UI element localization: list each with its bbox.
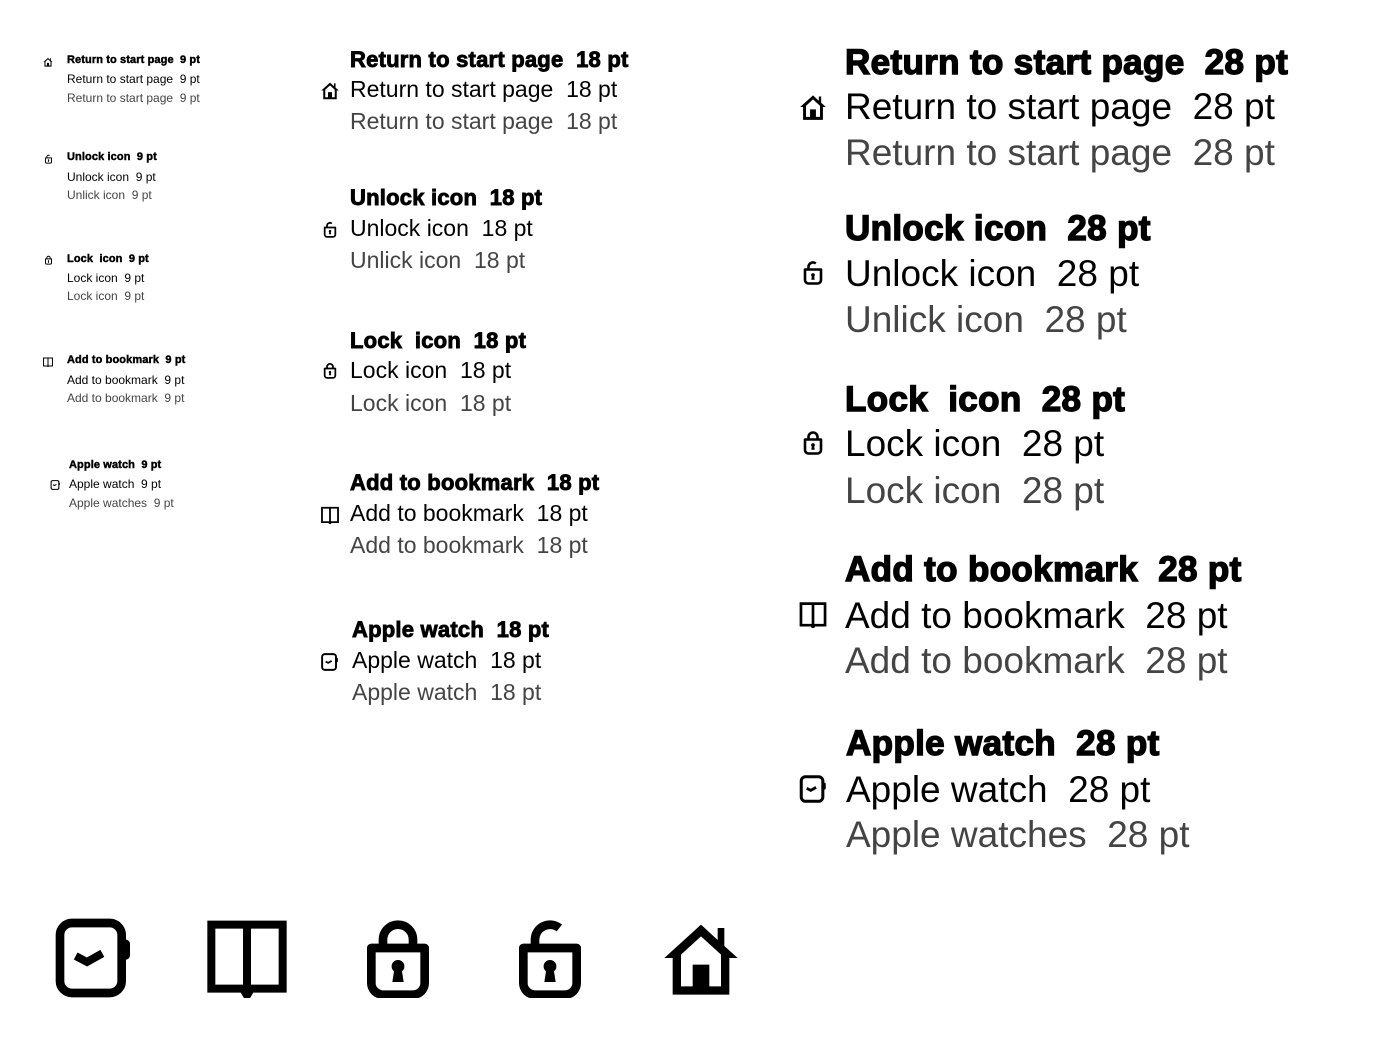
bold-sample: Add to bookmark 18 pt <box>350 470 600 496</box>
regular-sample: Add to bookmark 28 pt <box>845 595 1228 636</box>
bold-sample: Return to start page 18 pt <box>350 47 629 73</box>
bold-sample: Return to start page 28 pt <box>844 42 1289 82</box>
lock-icon <box>322 361 338 380</box>
regular-sample: Unlock icon 28 pt <box>845 253 1140 294</box>
light-sample: Unlick icon 18 pt <box>350 247 526 273</box>
bold-sample: Apple watch 9 pt <box>69 459 162 471</box>
light-sample: Apple watches 28 pt <box>846 814 1190 855</box>
bold-sample: Return to start page 9 pt <box>67 54 201 66</box>
bold-sample: Apple watch 28 pt <box>845 723 1160 763</box>
book-icon <box>320 506 340 524</box>
bold-sample: Add to bookmark 9 pt <box>67 354 186 366</box>
regular-sample: Add to bookmark 18 pt <box>350 500 588 526</box>
home-icon <box>43 57 53 67</box>
light-sample: Return to start page 9 pt <box>67 91 200 105</box>
regular-sample: Lock icon 28 pt <box>845 423 1105 464</box>
regular-sample: Return to start page 28 pt <box>845 86 1275 127</box>
bold-sample: Unlock icon 28 pt <box>844 208 1151 248</box>
light-sample: Lock icon 18 pt <box>350 390 512 416</box>
lock-icon <box>44 255 53 265</box>
regular-sample: Return to start page 9 pt <box>67 72 200 86</box>
light-sample: Unlick icon 9 pt <box>67 188 152 202</box>
bold-sample: Lock icon 18 pt <box>350 328 527 354</box>
light-sample: Return to start page 28 pt <box>845 132 1275 173</box>
home-icon <box>661 918 741 998</box>
bold-sample: Apple watch 18 pt <box>352 617 550 643</box>
unlock-icon <box>801 259 825 286</box>
light-sample: Apple watch 18 pt <box>352 679 542 705</box>
light-sample: Add to bookmark 9 pt <box>67 391 185 405</box>
unlock-icon <box>322 220 338 239</box>
light-sample: Lock icon 9 pt <box>67 289 145 303</box>
bold-sample: Lock icon 9 pt <box>67 253 149 265</box>
light-sample: Unlick icon 28 pt <box>845 299 1127 340</box>
regular-sample: Apple watch 9 pt <box>69 477 162 491</box>
bold-sample: Add to bookmark 28 pt <box>844 549 1242 589</box>
watch-icon <box>320 653 340 671</box>
light-sample: Add to bookmark 28 pt <box>845 640 1228 681</box>
book-icon <box>798 601 828 628</box>
bold-sample: Unlock icon 18 pt <box>350 185 543 211</box>
home-icon <box>798 93 828 121</box>
watch-icon <box>799 775 828 803</box>
light-sample: Add to bookmark 18 pt <box>350 532 588 558</box>
regular-sample: Unlock icon 9 pt <box>67 170 156 184</box>
book-icon <box>207 916 287 998</box>
watch-icon <box>55 918 135 998</box>
light-sample: Return to start page 18 pt <box>350 108 618 134</box>
light-sample: Apple watches 9 pt <box>69 496 174 510</box>
lock-icon <box>358 918 438 998</box>
book-icon <box>43 357 53 367</box>
bold-sample: Lock icon 28 pt <box>844 379 1126 419</box>
regular-sample: Lock icon 18 pt <box>350 357 512 383</box>
home-icon <box>320 81 340 100</box>
regular-sample: Add to bookmark 9 pt <box>67 373 185 387</box>
lock-icon <box>801 429 825 456</box>
regular-sample: Apple watch 28 pt <box>846 769 1151 810</box>
watch-icon <box>50 480 61 490</box>
regular-sample: Unlock icon 18 pt <box>350 215 533 241</box>
unlock-icon <box>510 918 590 998</box>
unlock-icon <box>44 154 53 164</box>
regular-sample: Lock icon 9 pt <box>67 271 145 285</box>
light-sample: Lock icon 28 pt <box>845 470 1105 511</box>
bold-sample: Unlock icon 9 pt <box>67 151 157 163</box>
regular-sample: Apple watch 18 pt <box>352 647 542 673</box>
regular-sample: Return to start page 18 pt <box>350 76 618 102</box>
